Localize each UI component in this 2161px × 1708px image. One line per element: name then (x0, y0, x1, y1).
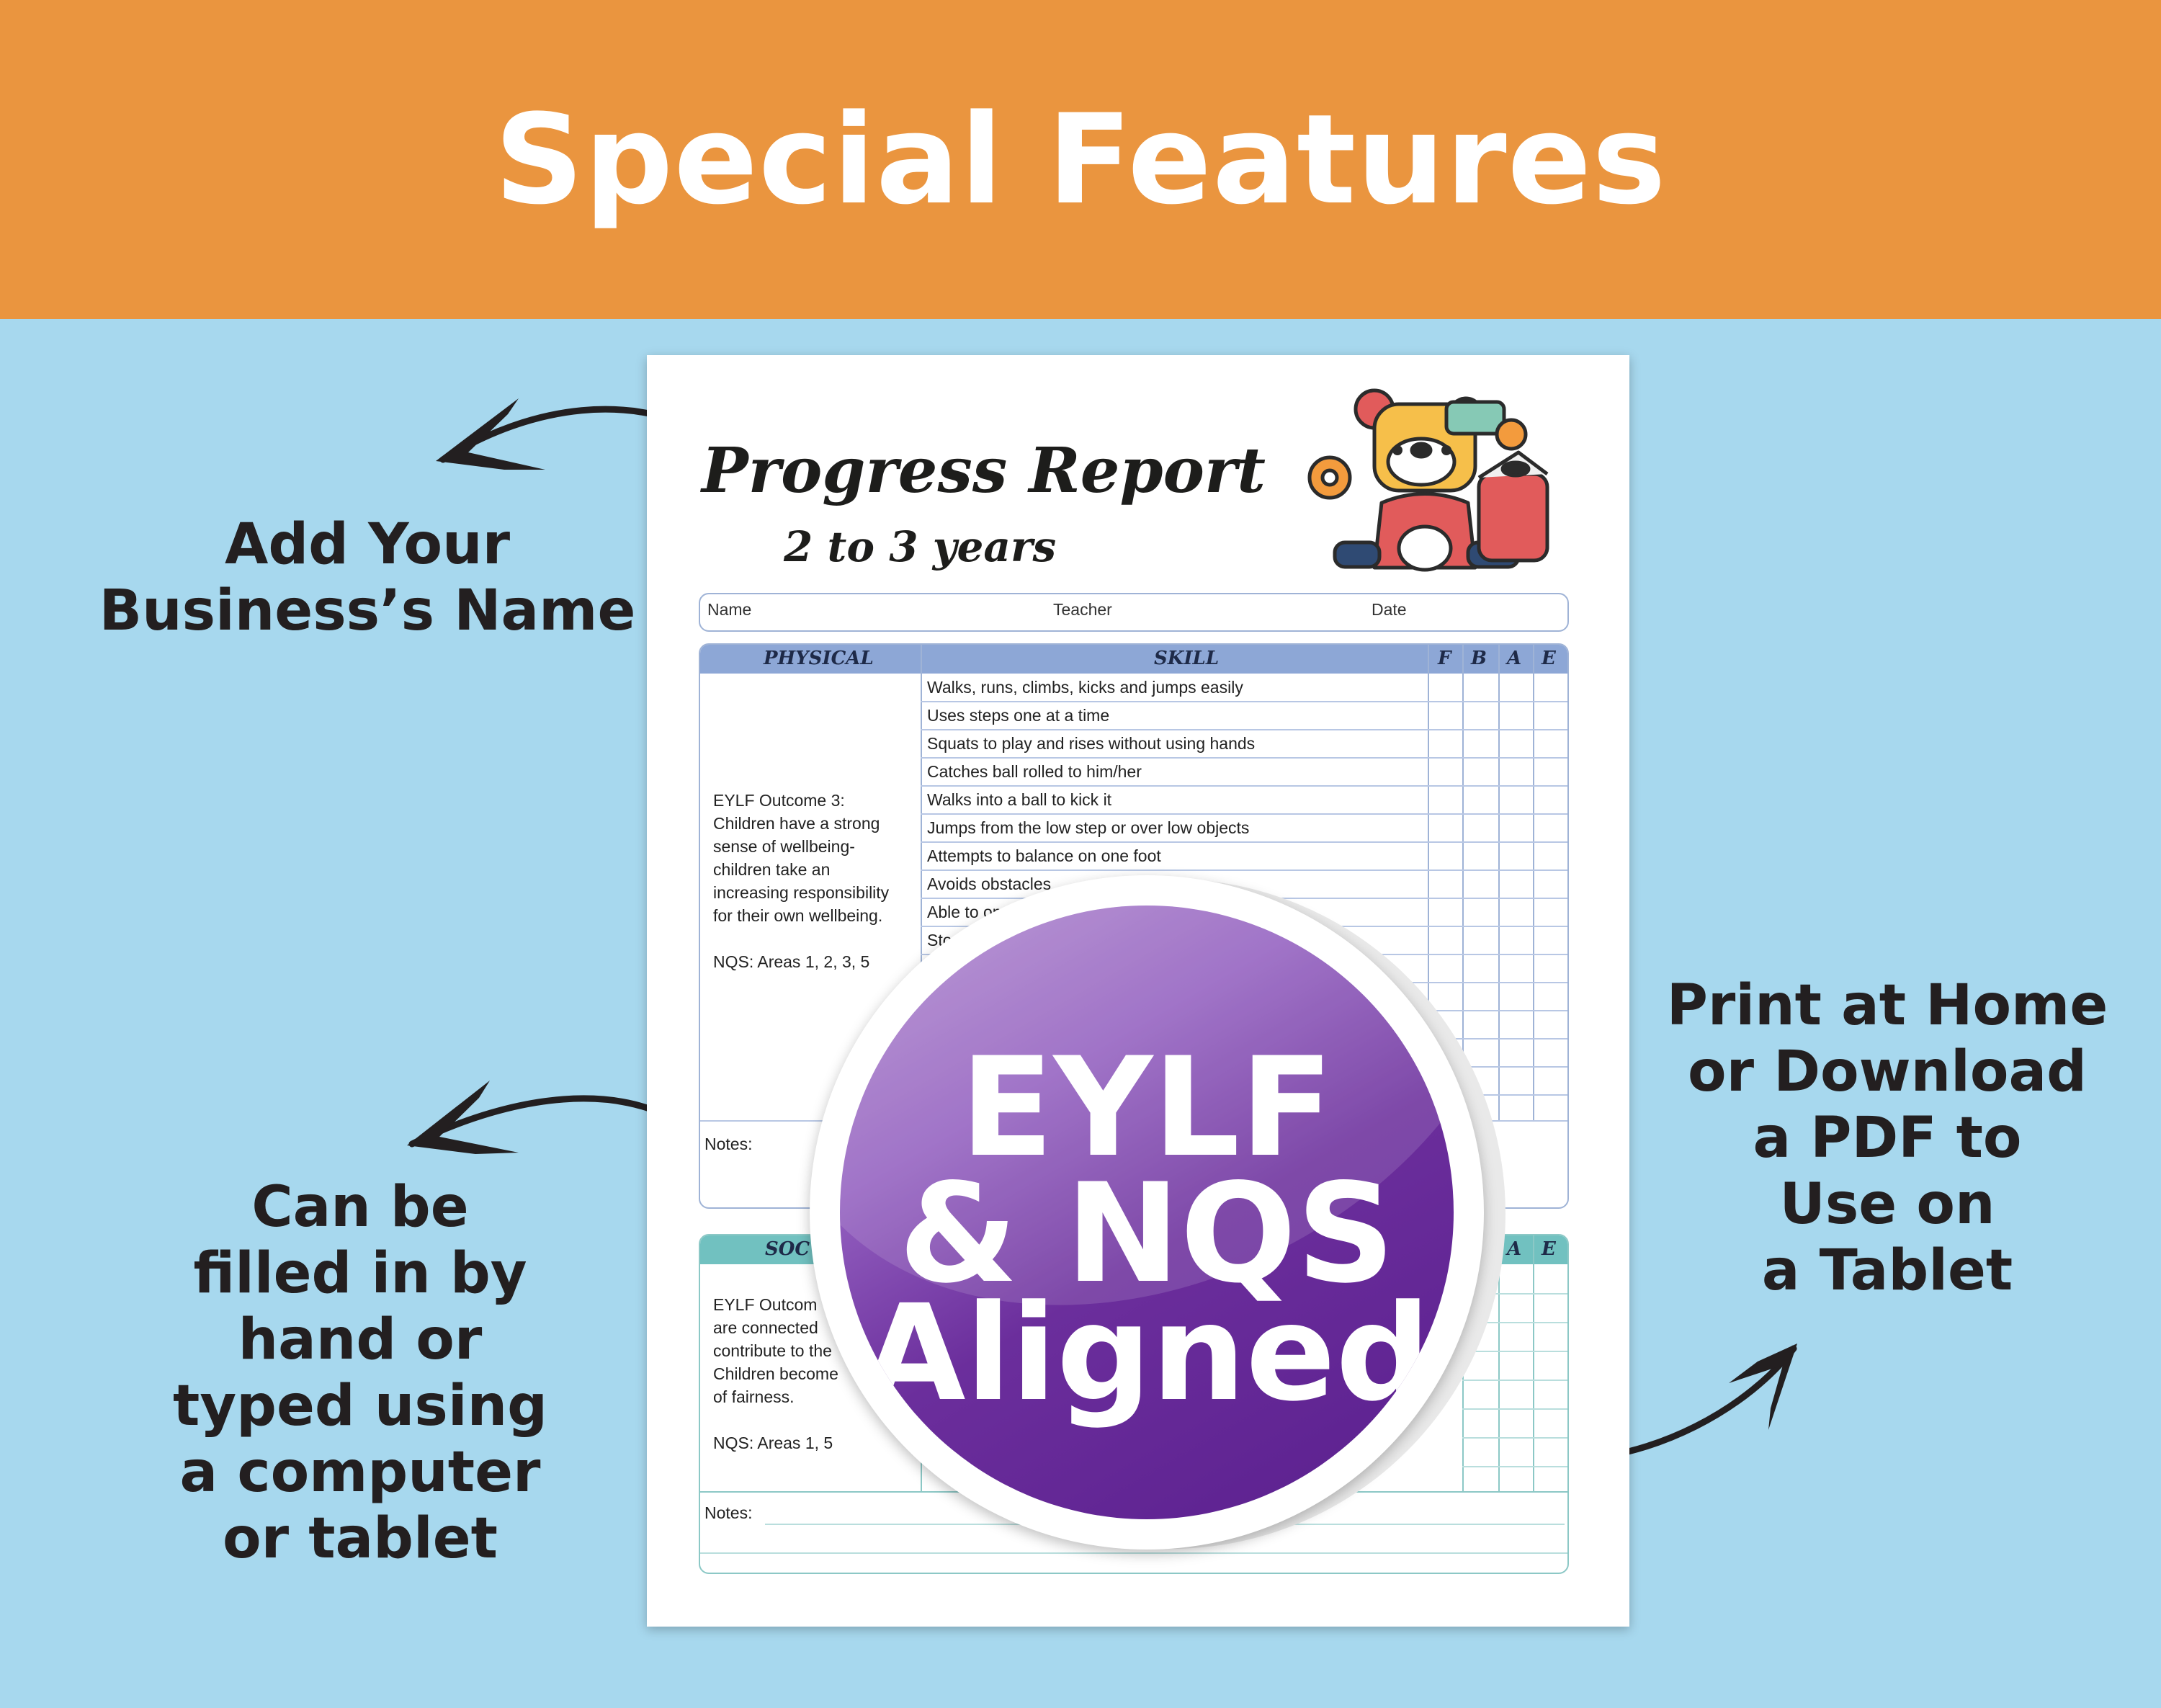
skill-row: Catches ball rolled to him/her (927, 762, 1142, 781)
divider (1428, 645, 1429, 1120)
callout-line: typed using (173, 1374, 547, 1439)
divider (1498, 1235, 1500, 1491)
skill-row: Walks, runs, climbs, kicks and jumps eas… (927, 678, 1243, 697)
eylf-description-line: Children have a strong (713, 814, 880, 833)
teacher-field-label: Teacher (1053, 600, 1112, 619)
callout-line: or Download (1688, 1039, 2087, 1104)
eylf-description-line: children take an (713, 860, 831, 879)
eylf-description-line: are connected (713, 1318, 818, 1337)
row-line (921, 729, 1567, 730)
skill-row: Squats to play and rises without using h… (927, 734, 1256, 753)
callout-fillable: Can be filled in by hand or typed using … (137, 1174, 583, 1572)
name-field-label: Name (707, 600, 752, 619)
row-line (921, 813, 1567, 815)
row-line (1462, 1293, 1567, 1295)
skill-heading: SKILL (1154, 648, 1220, 669)
divider (1498, 645, 1500, 1120)
callout-line: filled in by (193, 1241, 527, 1306)
row-line (1462, 1322, 1567, 1323)
notes-line (700, 1552, 1567, 1554)
callout-line: Can be (251, 1175, 469, 1240)
skill-row: Uses steps one at a time (927, 706, 1110, 725)
physical-header: PHYSICAL SKILL F B A E (700, 645, 1567, 674)
eylf-description-line: EYLF Outcome 3: (713, 791, 845, 810)
eylf-description-line: contribute to the (713, 1341, 832, 1360)
row-line (1462, 1466, 1567, 1467)
social-heading: SOC (765, 1238, 810, 1260)
divider (1533, 645, 1534, 1120)
divider (921, 645, 922, 1120)
row-line (1462, 1437, 1567, 1439)
eylf-nqs-badge: EYLF & NQS Aligned (840, 906, 1454, 1519)
callout-line: Use on (1779, 1172, 1995, 1237)
callout-business-name: Add Your Business’s Name (79, 511, 656, 644)
row-line (921, 869, 1567, 871)
skill-row: Attempts to balance on one foot (927, 846, 1161, 865)
column-b-heading: B (1471, 648, 1487, 669)
row-line (921, 841, 1567, 843)
worksheet-title: Progress Report (702, 434, 1266, 507)
worksheet-subtitle: 2 to 3 years (784, 522, 1057, 571)
column-e-heading: E (1542, 648, 1556, 669)
teddy-bear-and-dice-illustration (1307, 388, 1549, 572)
column-a-heading: A (1507, 1238, 1522, 1260)
physical-heading: PHYSICAL (764, 648, 874, 669)
eylf-description-line: EYLF Outcom (713, 1295, 818, 1314)
eylf-description-line: sense of wellbeing- (713, 837, 855, 856)
arrowhead-right (1729, 1343, 1797, 1430)
row-line (921, 701, 1567, 702)
column-a-heading: A (1507, 648, 1522, 669)
callout-line: Print at Home (1666, 973, 2108, 1038)
column-f-heading: F (1438, 648, 1451, 669)
row-line (921, 785, 1567, 787)
arrow-mid-left (408, 1095, 684, 1148)
banner: Special Features (0, 0, 2161, 319)
row-line (1462, 1380, 1567, 1381)
badge-line: Aligned (863, 1276, 1431, 1431)
callout-line: Business’s Name (99, 578, 636, 643)
eylf-description-line: of fairness. (713, 1387, 795, 1406)
skill-row: Jumps from the low step or over low obje… (927, 818, 1250, 837)
row-line (921, 757, 1567, 759)
badge-line: & NQS (898, 1154, 1395, 1313)
skill-row: Walks into a ball to kick it (927, 790, 1112, 809)
row-line (1462, 1351, 1567, 1352)
arrowhead-top-left (436, 398, 545, 470)
eylf-description-line: for their own wellbeing. (713, 906, 883, 925)
row-line (1462, 1408, 1567, 1410)
notes-label: Notes: (704, 1503, 753, 1522)
callout-print: Print at Home or Download a PDF to Use o… (1657, 973, 2118, 1304)
banner-title: Special Features (494, 87, 1667, 232)
divider (1462, 645, 1464, 1120)
eylf-description-line: Children become (713, 1364, 838, 1383)
column-e-heading: E (1542, 1238, 1556, 1260)
badge-line: EYLF (959, 1028, 1334, 1187)
nqs-areas: NQS: Areas 1, 5 (713, 1434, 833, 1452)
callout-line: or tablet (223, 1506, 498, 1571)
callout-line: Add Your (224, 512, 511, 577)
callout-line: a computer (179, 1440, 541, 1505)
info-row: Name Teacher Date (699, 593, 1569, 632)
nqs-areas: NQS: Areas 1, 2, 3, 5 (713, 952, 870, 971)
skill-row: Avoids obstacles (927, 875, 1052, 893)
arrowhead-mid-left (407, 1081, 519, 1154)
notes-label: Notes: (704, 1135, 753, 1153)
eylf-description-line: increasing responsibility (713, 883, 890, 902)
callout-line: hand or (238, 1307, 483, 1372)
divider (1533, 1235, 1534, 1491)
callout-line: a PDF to (1753, 1106, 2022, 1171)
callout-line: a Tablet (1761, 1238, 2013, 1303)
date-field-label: Date (1372, 600, 1407, 619)
